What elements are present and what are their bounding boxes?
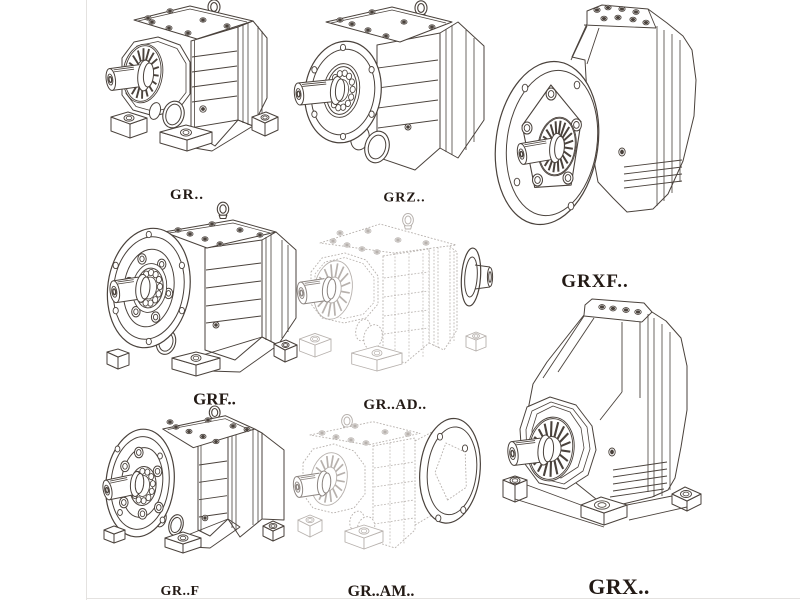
svg-text:GRZ..: GRZ.. — [383, 191, 425, 206]
svg-text:GRXF..: GRXF.. — [561, 271, 629, 292]
svg-text:GR..AD..: GR..AD.. — [363, 397, 426, 413]
svg-text:GR..F: GR..F — [160, 584, 199, 599]
svg-text:GRX..: GRX.. — [588, 574, 649, 599]
svg-text:GRF..: GRF.. — [193, 390, 236, 409]
svg-text:GR..AM..: GR..AM.. — [348, 583, 415, 600]
svg-text:GR..: GR.. — [170, 187, 204, 203]
